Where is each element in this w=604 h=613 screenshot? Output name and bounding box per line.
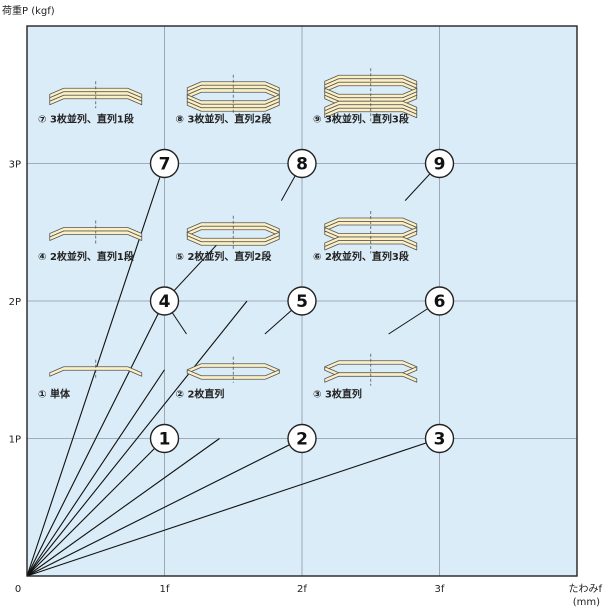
node-number: 6: [434, 292, 446, 312]
plot-frame: [26, 25, 578, 577]
spring-stack: [324, 68, 418, 122]
origin-line-4: [26, 300, 165, 577]
node-circle: [424, 148, 455, 179]
caption-5: ⑤ 2枚並列、直列2段: [176, 250, 272, 263]
node-7: 7: [149, 148, 180, 179]
origin-ray-2: [26, 438, 220, 577]
disc-spring: [186, 101, 280, 112]
spring-stack: [49, 220, 143, 244]
node-number: 1: [159, 430, 171, 450]
configuration-captions: ① 単体 ② 2枚直列 ③ 3枚直列 ④ 2枚並列、直列1段 ⑤ 2枚並列、直列2段 ⑥ …: [38, 112, 409, 400]
node-circle: [424, 286, 455, 316]
disc-spring: [324, 240, 418, 251]
spring-stack: [49, 359, 143, 380]
disc-spring: [186, 235, 280, 246]
origin-ray-1: [26, 369, 165, 577]
node-number: 3: [434, 430, 446, 450]
x-tick-label: 1f: [160, 584, 170, 595]
disc-spring: [324, 372, 418, 383]
origin-ray-3: [26, 300, 248, 577]
node-number: 7: [159, 155, 171, 175]
x-axis-unit: (mm): [573, 597, 600, 608]
origin-lines: [26, 163, 440, 577]
node-number: 8: [296, 155, 308, 175]
spring-stack: [324, 353, 418, 386]
caption-6: ⑥ 2枚並列、直列3段: [313, 250, 409, 263]
origin-line-3: [26, 437, 440, 577]
node-circle: [287, 423, 317, 454]
spring-illustrations: [49, 68, 418, 386]
node-circle: [149, 423, 180, 454]
node-5: 5: [287, 286, 317, 316]
disc-spring: [49, 366, 143, 377]
node-number: 9: [434, 155, 446, 175]
node-1: 1: [149, 423, 180, 454]
node-number: 5: [296, 292, 308, 312]
caption-7: ⑦ 3枚並列、直列1段: [38, 112, 134, 125]
y-tick-label: 3P: [9, 160, 21, 171]
node-number: 2: [296, 430, 308, 450]
node-4: 4: [149, 286, 180, 316]
spring-stack: [186, 74, 280, 115]
node-2: 2: [287, 423, 317, 454]
origin-line-2: [26, 438, 303, 577]
x-axis-title: たわみf: [568, 583, 602, 595]
node-circle: [287, 286, 317, 316]
node-8: 8: [287, 148, 317, 179]
node-circle: [287, 148, 317, 179]
disc-spring: [49, 94, 143, 106]
caption-3: ③ 3枚直列: [313, 387, 362, 400]
caption-4: ④ 2枚並列、直列1段: [38, 250, 134, 263]
spring-stack: [324, 211, 418, 254]
x-tick-label: 2f: [297, 584, 307, 595]
node-circle: [424, 423, 455, 454]
caption-1: ① 単体: [38, 387, 71, 400]
spring-stack: [49, 81, 143, 109]
node-3: 3: [424, 423, 455, 454]
origin-label: 0: [15, 584, 21, 595]
y-tick-label: 2P: [9, 297, 21, 308]
disc-spring: [186, 369, 280, 380]
node-circle: [149, 286, 180, 316]
y-tick-label: 1P: [9, 435, 21, 446]
node-circle: [149, 148, 180, 179]
origin-line-1: [26, 438, 165, 577]
configuration-nodes: 1 2 3 4 5 6 7 8 9: [149, 148, 455, 454]
spring-stack: [186, 356, 280, 383]
caption-8: ⑧ 3枚並列、直列2段: [176, 112, 272, 125]
tick-labels: 1f 2f 3f 1P 2P 3P: [9, 160, 445, 596]
caption-9: ⑨ 3枚並列、直列3段: [313, 112, 409, 125]
disc-spring: [324, 107, 418, 119]
caption-2: ② 2枚直列: [176, 387, 225, 400]
node-6: 6: [424, 286, 455, 316]
node-number: 4: [159, 292, 171, 312]
spring-stack: [186, 215, 280, 249]
x-tick-label: 3f: [435, 584, 445, 595]
node-9: 9: [424, 148, 455, 179]
y-axis-title: 荷重P (kgf): [2, 4, 55, 17]
disc-spring: [49, 230, 143, 241]
